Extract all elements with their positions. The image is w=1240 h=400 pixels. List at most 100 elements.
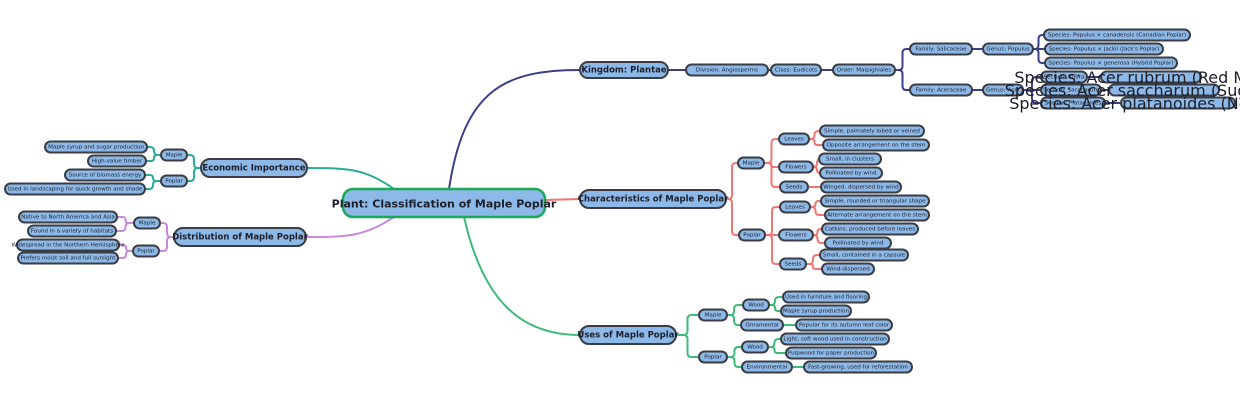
node-label: Kingdom: Plantae: [581, 66, 667, 76]
node-box: [698, 350, 728, 364]
subtopic-node[interactable]: Genus: Populus: [982, 42, 1034, 56]
connector-line: [765, 206, 780, 236]
subtopic-node[interactable]: Section: Rubra: [1040, 70, 1088, 84]
subtopic-node[interactable]: Poplar: [160, 174, 188, 188]
subtopic-node[interactable]: Small, in clusters: [818, 152, 882, 166]
subtopic-node[interactable]: Wind-dispersed: [821, 262, 875, 276]
subtopic-node[interactable]: Wood: [742, 298, 770, 312]
subtopic-node[interactable]: Section: Platanoides: [1040, 96, 1106, 110]
subtopic-node[interactable]: Environmental: [741, 360, 793, 374]
subtopic-node[interactable]: Simple, palmately lobed or veined: [819, 124, 925, 138]
subtopic-node[interactable]: Poplar: [698, 350, 728, 364]
subtopic-node[interactable]: Wood: [741, 340, 769, 354]
node-box: [44, 140, 148, 154]
subtopic-node[interactable]: Species: Acer saccharum (Sugar Maple): [1005, 81, 1240, 100]
subtopic-node[interactable]: Widespread in the Northern Hemisphere: [12, 238, 126, 252]
subtopic-node[interactable]: Native to North America and Asia: [18, 210, 118, 224]
subtopic-node[interactable]: Poplar: [738, 228, 766, 242]
subtopic-node[interactable]: Maple: [737, 156, 765, 170]
subtopic-node[interactable]: Maple: [698, 308, 728, 322]
node-label: Economic Importance: [202, 164, 305, 174]
subtopic-node[interactable]: Winged, dispersed by wind: [820, 180, 902, 194]
subtopic-node[interactable]: Light, soft wood used in construction: [780, 332, 890, 346]
subtopic-node[interactable]: Section: Saccharum: [1040, 83, 1102, 97]
subtopic-node[interactable]: Seeds: [779, 180, 809, 194]
node-label: High-value timber: [92, 159, 143, 165]
root-topic-node[interactable]: Plant: Classification of Maple Poplar: [332, 187, 557, 219]
subtopic-node[interactable]: Popular for its autumn leaf color: [795, 318, 893, 332]
connector-line: [116, 222, 134, 232]
main-topic-node[interactable]: Characteristics of Maple Poplar: [578, 189, 729, 209]
subtopic-node[interactable]: Maple: [133, 216, 161, 230]
node-box: [779, 180, 809, 194]
subtopic-node[interactable]: Maple syrup and sugar production: [44, 140, 148, 154]
subtopic-node[interactable]: Poplar: [132, 244, 160, 258]
subtopic-node[interactable]: Leaves: [778, 132, 810, 146]
connector-line: [448, 69, 581, 190]
subtopic-node[interactable]: Simple, rounded or triangular shape: [820, 194, 930, 208]
node-label: Alternate arrangement on the stem: [827, 213, 927, 219]
subtopic-node[interactable]: Pollinated by wind: [824, 236, 892, 250]
connector-line: [147, 146, 161, 156]
node-box: [742, 298, 770, 312]
node-box: [818, 152, 882, 166]
node-label: Maple: [743, 161, 760, 167]
subtopic-node[interactable]: Ornamental: [740, 318, 784, 332]
subtopic-node[interactable]: Alternate arrangement on the stem: [824, 208, 930, 222]
main-topic-node[interactable]: Kingdom: Plantae: [579, 61, 669, 79]
connector-line: [727, 304, 743, 316]
subtopic-node[interactable]: Species: Populus × canadensis (Canadian …: [1043, 28, 1191, 42]
subtopic-node[interactable]: Species: Populus × jackii (Jack's Poplar…: [1044, 42, 1164, 56]
node-box: [64, 168, 146, 182]
node-label: Wood: [748, 303, 764, 309]
subtopic-node[interactable]: Opposite arrangement on the stem: [822, 138, 930, 152]
subtopic-node[interactable]: Class: Eudicots: [770, 63, 822, 77]
subtopic-node[interactable]: Fast-growing, used for reforestation: [803, 360, 913, 374]
subtopic-node[interactable]: Catkins, produced before leaves: [821, 222, 919, 236]
subtopic-node[interactable]: Flowers: [778, 160, 814, 174]
subtopic-node[interactable]: Leaves: [779, 200, 811, 214]
node-box: [819, 124, 925, 138]
subtopic-node[interactable]: Family: Aceraceae: [909, 83, 973, 97]
subtopic-node[interactable]: Maple: [160, 148, 188, 162]
subtopic-node[interactable]: Species: Populus × generosa (Hybrid Popl…: [1044, 56, 1178, 70]
node-label: Family: Aceraceae: [916, 88, 967, 94]
node-label: Order: Malpighiales: [837, 68, 891, 74]
subtopic-node[interactable]: Source of biomass energy: [64, 168, 146, 182]
node-box: [1120, 96, 1236, 110]
connector-line: [146, 154, 161, 162]
subtopic-node[interactable]: Order: Malpighiales: [832, 63, 896, 77]
subtopic-node[interactable]: Small, contained in a capsule: [819, 248, 909, 262]
node-label: Small, contained in a capsule: [823, 253, 906, 259]
subtopic-node[interactable]: Pulpwood for paper production: [785, 346, 877, 360]
subtopic-node[interactable]: Maple syrup production: [780, 304, 852, 318]
main-topic-node[interactable]: Uses of Maple Poplar: [577, 325, 679, 345]
connector-line: [810, 206, 825, 216]
node-box: [738, 228, 766, 242]
subtopic-node[interactable]: Prefers moist soil and full sunlight: [17, 251, 119, 265]
main-topic-node[interactable]: Economic Importance: [200, 158, 308, 178]
node-label: Leaves: [785, 205, 805, 211]
subtopic-node[interactable]: Found in a variety of habitats: [27, 224, 117, 238]
subtopic-node[interactable]: Seeds: [779, 257, 807, 271]
connector-line: [727, 346, 742, 358]
node-box: [17, 251, 119, 265]
main-topic-node[interactable]: Distribution of Maple Poplar: [172, 227, 309, 247]
subtopic-node[interactable]: High-value timber: [87, 154, 147, 168]
node-box: [741, 360, 793, 374]
subtopic-node[interactable]: Species: Acer rubrum (Red Maple): [1014, 68, 1240, 87]
subtopic-node[interactable]: Division: Angiosperms: [685, 63, 769, 77]
subtopic-node[interactable]: Flowers: [778, 228, 814, 242]
connector-lines: [116, 34, 1121, 368]
subtopic-node[interactable]: Used in furniture and flooring: [782, 290, 870, 304]
subtopic-node[interactable]: Pollinated by wind: [819, 166, 883, 180]
node-box: [824, 208, 930, 222]
subtopic-node[interactable]: Used in landscaping for quick growth and…: [4, 182, 146, 196]
subtopic-node[interactable]: Species: Acer platanoides (Norway Maple): [1009, 94, 1240, 113]
subtopic-node[interactable]: Family: Salicaceae: [909, 42, 973, 56]
subtopic-node[interactable]: Genus: Acer: [982, 83, 1024, 97]
node-label: Found in a variety of habitats: [31, 229, 113, 235]
node-box: [4, 182, 146, 196]
node-label: Plant: Classification of Maple Poplar: [332, 198, 557, 211]
node-box: [779, 200, 811, 214]
